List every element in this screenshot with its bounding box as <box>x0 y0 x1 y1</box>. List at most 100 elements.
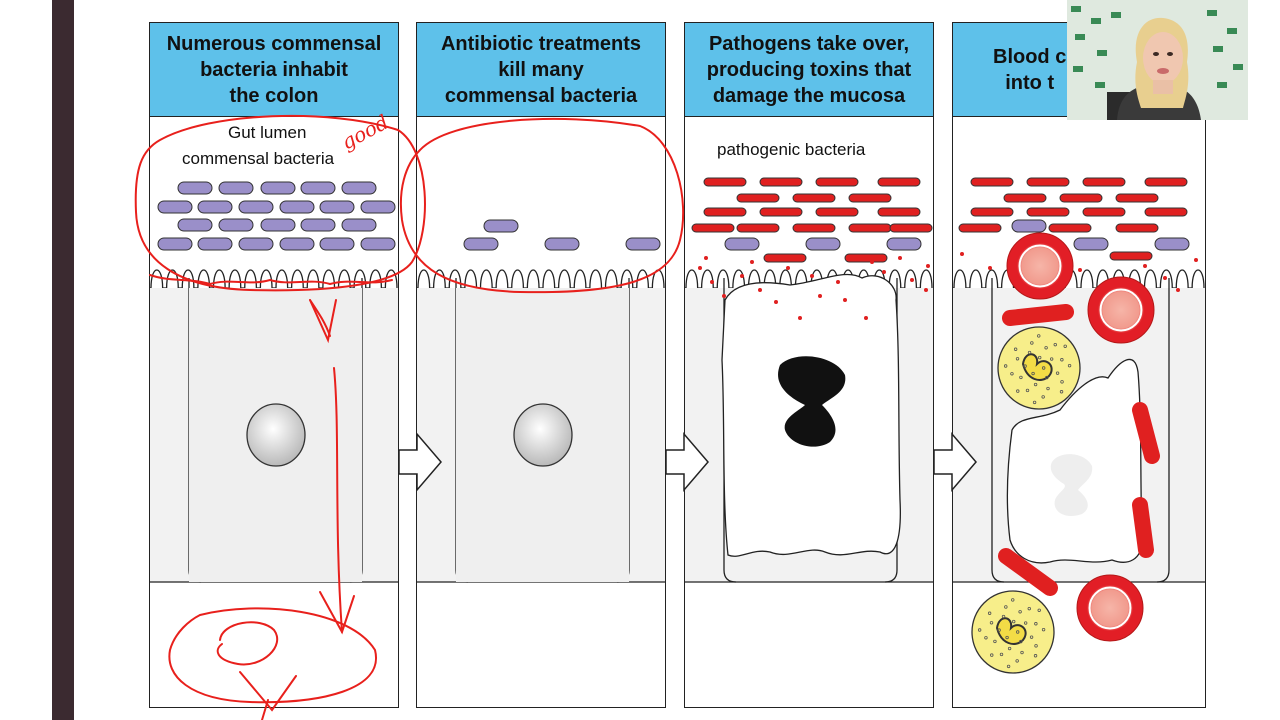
presenter-video <box>1067 0 1248 120</box>
neutrophil-granule-2-20 <box>1015 659 1019 663</box>
neutrophil-granule-1-25 <box>1059 390 1064 394</box>
neutrophil-granule-1-20 <box>1041 395 1045 399</box>
ink-stroke-3 <box>149 274 393 286</box>
panel-3-title: Pathogens take over, producing toxins th… <box>706 32 912 107</box>
neutrophil-granule-2-3 <box>1012 619 1016 624</box>
neutrophil-granule-2-7 <box>1007 646 1012 651</box>
pathogenic-bacterium-9 <box>759 207 803 217</box>
pathogenic-bacterium-11 <box>877 207 921 217</box>
toxin-dot-22 <box>960 252 964 256</box>
red-blood-cell-rim-1 <box>1018 244 1062 288</box>
ink-stroke-7 <box>319 591 355 635</box>
neutrophil-granule-2-12 <box>1020 650 1024 655</box>
commensal-bacterium-32 <box>1154 237 1190 251</box>
ink-stroke-10 <box>239 671 297 712</box>
neutrophil-granule-1-22 <box>1067 363 1072 368</box>
neutrophil-granule-1-9 <box>1055 371 1060 375</box>
neutrophil-granule-2-4 <box>1019 639 1023 644</box>
red-blood-cell-side-1 <box>1002 304 1074 326</box>
neutrophil-granule-1-23 <box>1016 389 1020 393</box>
neutrophil-granule-2-10 <box>993 639 997 644</box>
pathogenic-bacterium-13 <box>736 223 780 233</box>
pathogenic-bacterium-7 <box>848 193 892 203</box>
neutrophil-granule-1-3 <box>1038 355 1042 360</box>
panel-1-title: Numerous commensal bacteria inhabit the … <box>166 32 382 107</box>
toxin-dot-6 <box>758 288 762 292</box>
commensal-bacterium-14 <box>260 218 296 232</box>
neutrophil-granule-1-7 <box>1033 382 1038 387</box>
commensal-bacterium-24 <box>463 237 499 251</box>
neutrophil-granule-2-6 <box>1023 621 1028 625</box>
commensal-bacterium-19 <box>238 237 274 251</box>
commensal-bacterium-17 <box>157 237 193 251</box>
toxin-dot-1 <box>698 266 702 270</box>
commensal-bacterium-30 <box>1011 219 1047 233</box>
neutrophil-granule-2-22 <box>1041 627 1046 632</box>
neutrophil-granule-2-26 <box>977 628 982 632</box>
panel-2-title: Antibiotic treatments kill many commensa… <box>440 32 642 107</box>
nucleus-2 <box>513 403 573 467</box>
condensed-nucleus <box>778 356 846 447</box>
toxin-dot-29 <box>1194 258 1198 262</box>
presenter-webcam <box>1067 0 1248 120</box>
commensal-bacterium-6 <box>157 200 193 214</box>
toxin-dot-10 <box>843 298 847 302</box>
commensal-bacterium-10 <box>319 200 355 214</box>
toxin-dot-13 <box>898 256 902 260</box>
neutrophil-granule-1-18 <box>1010 372 1014 376</box>
pathogenic-bacterium-28 <box>1082 207 1126 217</box>
pathogenic-bacterium-20 <box>1026 177 1070 187</box>
toxin-dot-8 <box>798 316 802 320</box>
commensal-bacterium-4 <box>300 181 336 195</box>
commensal-bacterium-8 <box>238 200 274 214</box>
red-blood-cell-3 <box>1076 574 1144 642</box>
neutrophil-granule-1-1 <box>1041 366 1046 370</box>
neutrophil-granule-2-16 <box>1004 605 1008 609</box>
commensal-bacterium-13 <box>218 218 254 232</box>
pathogenic-bacterium-1 <box>703 177 747 187</box>
neutrophil-granule-2-17 <box>1034 644 1038 648</box>
right-arrow-icon-2 <box>665 431 709 493</box>
commensal-bacterium-2 <box>218 181 254 195</box>
commensal-bacterium-7 <box>197 200 233 214</box>
commensal-bacterium-20 <box>279 237 315 251</box>
commensal-bacteria-label: commensal bacteria <box>182 149 335 168</box>
commensal-bacterium-26 <box>625 237 661 251</box>
neutrophil-granule-2-1 <box>1015 630 1020 634</box>
neutrophil-granule-2-14 <box>1034 622 1038 626</box>
neutrophil-nucleus-1 <box>1021 353 1053 381</box>
neutrophil-granule-1-8 <box>1027 350 1032 355</box>
ink-stroke-2 <box>399 117 685 294</box>
red-blood-cell-rim-3 <box>1088 586 1132 630</box>
pathogenic-bacteria-label: pathogenic bacteria <box>717 140 866 159</box>
toxin-dot-28 <box>1176 288 1180 292</box>
neutrophil-granule-1-6 <box>1049 357 1054 361</box>
neutrophil-granule-2-23 <box>990 653 994 657</box>
panel-1-header: Numerous commensal bacteria inhabit the … <box>150 23 398 117</box>
neutrophil-granule-1-16 <box>1030 341 1034 345</box>
neutrophil-granule-1-21 <box>1013 347 1018 351</box>
toxin-dot-4 <box>704 256 708 260</box>
panel-4-title: Blood c into t <box>993 45 1067 94</box>
red-blood-cell-2 <box>1087 276 1155 344</box>
toxin-dot-2 <box>710 280 714 284</box>
pathogenic-bacterium-17 <box>763 253 807 263</box>
faded-nucleus <box>1050 454 1093 517</box>
commensal-bacterium-3 <box>260 181 296 195</box>
pathogenic-bacterium-30 <box>958 223 1002 233</box>
toxin-dot-18 <box>810 274 814 278</box>
commensal-bacterium-1 <box>177 181 213 195</box>
commensal-bacterium-11 <box>360 200 396 214</box>
neutrophil-granule-1-4 <box>1045 375 1049 380</box>
neutrophil-granule-2-11 <box>1018 610 1022 614</box>
neutrophil-granule-2-19 <box>1027 606 1031 611</box>
commensal-bacterium-22 <box>360 237 396 251</box>
commensal-bacterium-28 <box>805 237 841 251</box>
commensal-bacterium-29 <box>886 237 922 251</box>
pathogenic-bacterium-18 <box>844 253 888 263</box>
red-blood-cell-side-3 <box>1132 497 1154 558</box>
pathogenic-bacterium-29 <box>1144 207 1188 217</box>
slide-left-border <box>52 0 74 720</box>
panel-2-header: Antibiotic treatments kill many commensa… <box>417 23 665 117</box>
